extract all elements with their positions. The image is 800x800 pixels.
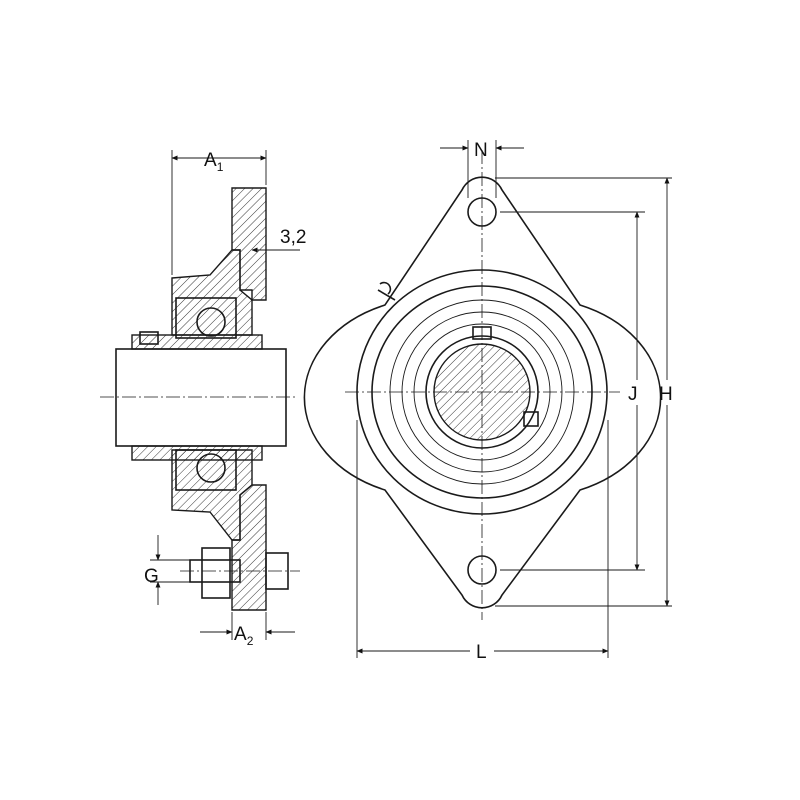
front-view: N J H L [303,140,673,663]
dim-label-a1: A1 [204,150,224,174]
set-screw [139,331,159,345]
dim-label-l: L [476,642,487,663]
dim-label-a2: A2 [234,624,254,648]
set-screw-front-2 [523,411,539,427]
dim-label-g: G [144,566,159,587]
side-view: A1 3,2 G A2 [100,150,306,648]
bolt-head [265,552,289,590]
inner-ring-upper [131,334,263,350]
dim-label-n: N [474,140,488,161]
nut [201,547,231,599]
inner-ring-lower [131,445,263,461]
shaft [115,348,287,447]
flange-outline [303,176,662,609]
dim-label-j: J [628,384,638,405]
housing-upper-body [171,249,253,336]
dim-label-thickness: 3,2 [280,227,306,248]
grease-nipple [377,281,396,301]
dim-label-h: H [659,384,673,405]
